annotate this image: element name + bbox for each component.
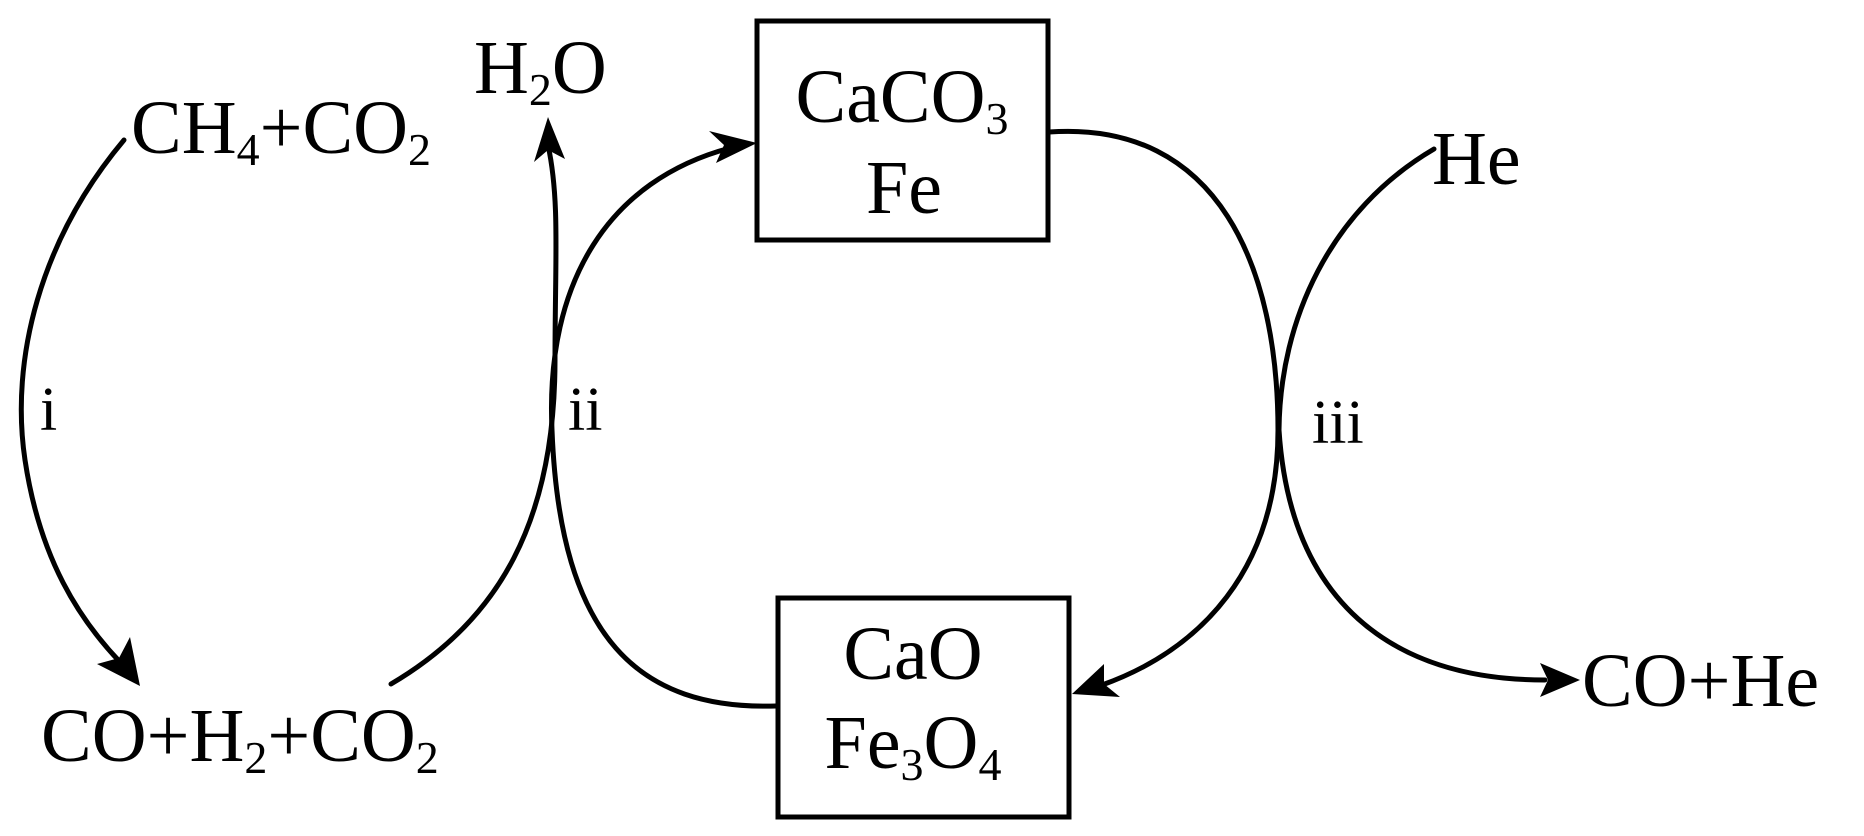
step-label-ii: ii: [568, 376, 602, 444]
label-co-h2-co2: CO+H2+CO2: [41, 694, 439, 783]
box-cao-fe3o4-frame: [775, 595, 1072, 820]
box-caco3-formula: CaCO3: [796, 55, 1009, 144]
arrow-step-iii-decomposition: [1046, 128, 1281, 688]
arrow-step-ii-regeneration: [548, 145, 779, 709]
box-fe-formula: Fe: [866, 146, 942, 230]
box-cao-formula: CaO: [843, 612, 982, 696]
arrow-step-i: [18, 137, 127, 665]
box-fe3o4-formula: Fe3O4: [825, 701, 1002, 790]
label-ch4-co2: CH4+CO2: [131, 86, 431, 175]
arrow-step-i-head: [97, 637, 140, 686]
arrow-step-iii-he-to-co-he: [1276, 146, 1548, 683]
step-label-i: i: [40, 376, 57, 444]
label-co-he: CO+He: [1582, 639, 1819, 723]
arrow-step-iii-he-to-co-he-head: [1540, 663, 1580, 697]
box-caco3-fe: CaCO3 Fe: [754, 18, 1051, 243]
label-h2o: H2O: [474, 26, 607, 115]
arrow-step-ii-to-h2o: [388, 142, 559, 687]
arrow-step-ii-regeneration-head: [709, 131, 757, 163]
label-he: He: [1432, 117, 1521, 201]
arrow-step-iii-decomposition-head: [1072, 664, 1120, 697]
box-caco3-fe-frame: [754, 18, 1051, 243]
arrow-step-ii-to-h2o-head: [534, 117, 565, 162]
step-label-iii: iii: [1312, 389, 1364, 457]
box-cao-fe3o4: CaO Fe3O4: [775, 595, 1072, 820]
